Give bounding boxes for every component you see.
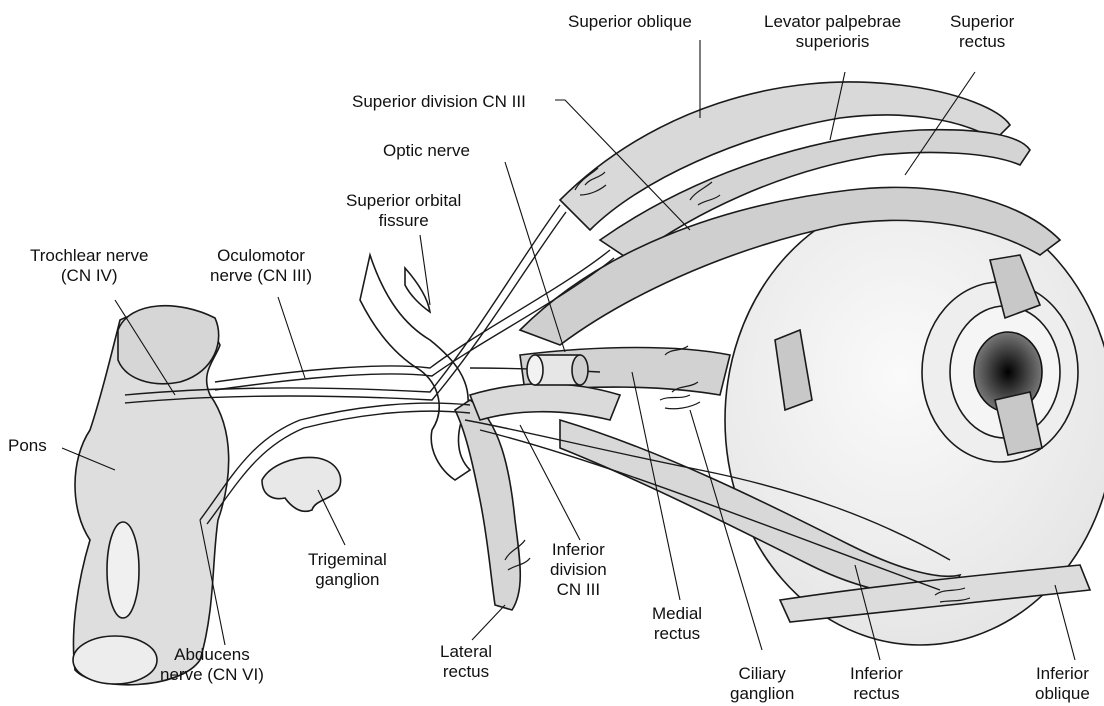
label-superior-oblique: Superior oblique <box>568 12 692 32</box>
leader-oculomotor <box>278 297 305 378</box>
label-optic-nerve: Optic nerve <box>383 141 470 161</box>
label-trigeminal: Trigeminal ganglion <box>308 550 387 590</box>
label-inferior-oblique: Inferior oblique <box>1035 664 1090 704</box>
leader-trigeminal <box>318 490 345 545</box>
abducens-nerve-path-inner <box>207 411 470 524</box>
leader-inferior-oblique <box>1055 585 1075 660</box>
brainstem-cut-ellipse <box>73 636 157 684</box>
label-inferior-division: Inferior division CN III <box>550 540 607 600</box>
label-trochlear: Trochlear nerve (CN IV) <box>30 246 148 286</box>
label-abducens: Abducens nerve (CN VI) <box>160 645 264 685</box>
label-lateral-rectus: Lateral rectus <box>440 642 492 682</box>
label-ciliary-ganglion: Ciliary ganglion <box>730 664 794 704</box>
leader-lateral-rectus <box>472 605 505 640</box>
label-levator: Levator palpebrae superioris <box>764 12 901 52</box>
label-superior-orbital-fissure: Superior orbital fissure <box>346 191 461 231</box>
trigeminal-ganglion-shape <box>262 457 341 511</box>
label-superior-rectus: Superior rectus <box>950 12 1014 52</box>
label-inferior-rectus: Inferior rectus <box>850 664 903 704</box>
label-oculomotor: Oculomotor nerve (CN III) <box>210 246 312 286</box>
brainstem-oval <box>107 522 139 618</box>
lateral-rectus-upper <box>470 384 620 420</box>
optic-nerve-end <box>572 355 588 385</box>
label-pons: Pons <box>8 436 47 456</box>
superior-orbital-fissure-slit <box>405 268 430 312</box>
label-superior-division: Superior division CN III <box>352 92 526 112</box>
label-medial-rectus: Medial rectus <box>652 604 702 644</box>
